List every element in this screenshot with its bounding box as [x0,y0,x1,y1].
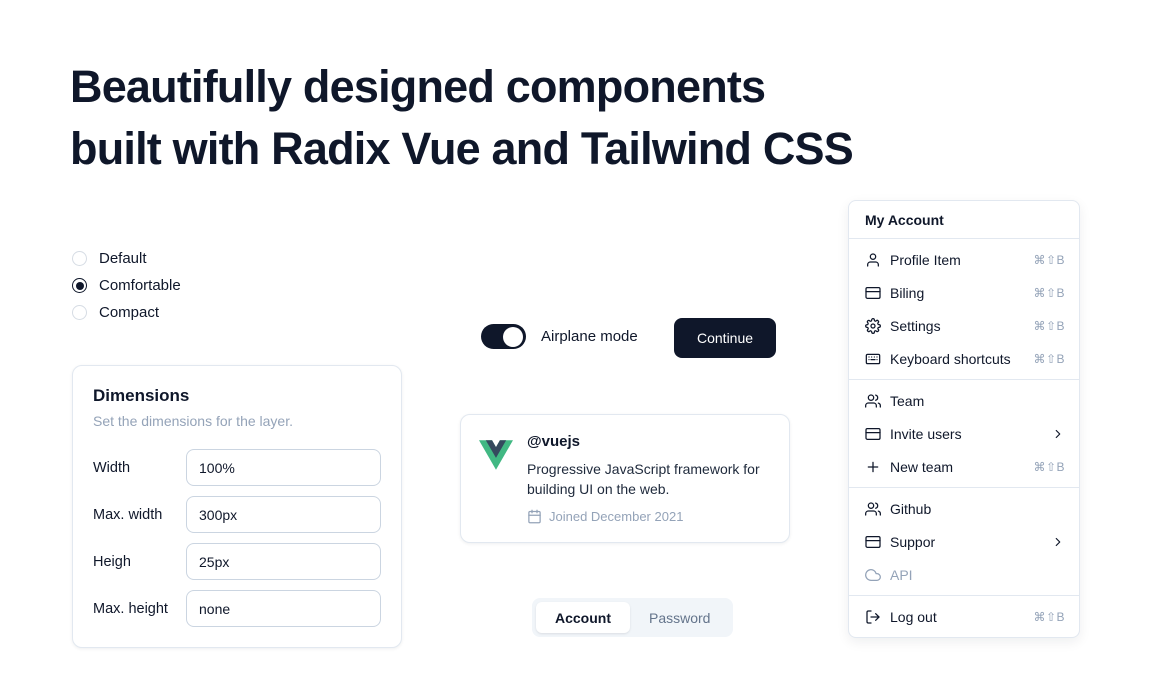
radio-circle-icon[interactable] [72,305,87,320]
dimensions-card: Dimensions Set the dimensions for the la… [72,365,402,648]
airplane-mode-toggle[interactable] [481,324,526,349]
menu-separator [849,487,1079,488]
radio-label: Default [99,250,147,267]
page-title: Beautifully designed components built wi… [70,56,854,179]
dimension-field-row: Heigh [93,543,381,580]
menu-item-support[interactable]: Suppor [849,525,1079,558]
width-label: Width [93,459,131,476]
vue-logo [479,440,513,524]
tab-password[interactable]: Password [630,602,729,633]
menu-item-label: Team [890,392,925,409]
menu-item-billing[interactable]: Biling ⌘⇧B [849,276,1079,309]
menu-item-profile[interactable]: Profile Item ⌘⇧B [849,243,1079,276]
cloud-icon [865,567,881,583]
profile-card-body: @vuejs Progressive JavaScript framework … [527,433,769,524]
menu-item-new-team[interactable]: New team ⌘⇧B [849,450,1079,483]
menu-item-label: Github [890,500,932,517]
plus-icon [865,459,881,475]
menu-item-logout[interactable]: Log out ⌘⇧B [849,600,1079,633]
calendar-icon [527,509,542,524]
dimension-field-row: Max. width [93,496,381,533]
menu-group-support: Github Suppor [849,488,1079,595]
keyboard-icon [865,351,881,367]
radio-option-comfortable[interactable]: Comfortable [72,277,181,294]
credit-card-icon [865,285,881,301]
menu-item-settings[interactable]: Settings ⌘⇧B [849,309,1079,342]
menu-item-label: Profile Item [890,251,961,268]
users-icon [865,393,881,409]
continue-button[interactable]: Continue [674,318,777,358]
radio-circle-icon[interactable] [72,251,87,266]
max-width-label: Max. width [93,506,163,523]
profile-handle: @vuejs [527,433,580,450]
radio-option-compact[interactable]: Compact [72,304,181,321]
menu-item-shortcut: ⌘⇧B [1033,285,1065,300]
dimensions-subtitle: Set the dimensions for the layer. [93,413,293,429]
tab-account[interactable]: Account [536,602,630,633]
menu-separator [849,379,1079,380]
density-radio-group: Default Comfortable Compact [72,250,181,321]
chevron-right-icon [1051,427,1065,441]
radio-label: Compact [99,304,160,321]
max-height-input[interactable] [186,590,381,627]
height-input[interactable] [186,543,381,580]
profile-card: @vuejs Progressive JavaScript framework … [460,414,790,543]
menu-item-team[interactable]: Team [849,384,1079,417]
toggle-knob [503,326,523,347]
menu-group-profile: Profile Item ⌘⇧B Biling ⌘⇧B [849,239,1079,379]
my-account-menu: My Account Profile Item ⌘⇧B Biling [848,200,1080,638]
menu-item-shortcut: ⌘⇧B [1033,252,1065,267]
radio-circle-icon[interactable] [72,278,87,293]
menu-group-team: Team Invite users [849,380,1079,487]
airplane-mode-row: Airplane mode [481,324,638,349]
menu-item-api: API [849,558,1079,591]
menu-item-label: New team [890,458,954,475]
menu-item-shortcut: ⌘⇧B [1033,318,1065,333]
menu-title: My Account [865,212,944,228]
gear-icon [865,317,881,334]
max-height-label: Max. height [93,600,168,617]
credit-card-icon [865,534,881,550]
profile-joined-row: Joined December 2021 [527,509,769,524]
radio-option-default[interactable]: Default [72,250,181,267]
page-title-line1: Beautifully designed components [70,61,766,112]
page-title-line2: built with Radix Vue and Tailwind CSS [70,122,854,174]
airplane-mode-label: Airplane mode [541,328,638,345]
menu-item-label: Suppor [890,533,936,550]
menu-item-shortcut: ⌘⇧B [1033,609,1065,624]
menu-item-shortcut: ⌘⇧B [1033,459,1065,474]
menu-separator [849,238,1079,239]
logout-icon [865,609,881,625]
menu-item-label: Biling [890,284,925,301]
width-input[interactable] [186,449,381,486]
menu-item-keyboard-shortcuts[interactable]: Keyboard shortcuts ⌘⇧B [849,342,1079,375]
credit-card-icon [865,426,881,442]
user-icon [865,252,881,268]
dimension-field-row: Width [93,449,381,486]
menu-item-label: API [890,566,913,583]
dimensions-title: Dimensions [93,386,190,405]
users-icon [865,501,881,517]
account-password-tabs: Account Password [532,598,734,637]
menu-item-shortcut: ⌘⇧B [1033,351,1065,366]
chevron-right-icon [1051,535,1065,549]
menu-item-label: Invite users [890,425,962,442]
menu-group-logout: Log out ⌘⇧B [849,596,1079,637]
menu-item-label: Keyboard shortcuts [890,350,1011,367]
profile-description: Progressive JavaScript framework for bui… [527,461,760,498]
height-label: Heigh [93,553,131,570]
menu-separator [849,595,1079,596]
menu-item-label: Settings [890,317,941,334]
dimension-field-row: Max. height [93,590,381,627]
menu-item-invite-users[interactable]: Invite users [849,417,1079,450]
menu-item-label: Log out [890,608,937,625]
max-width-input[interactable] [186,496,381,533]
profile-joined-text: Joined December 2021 [549,508,684,524]
menu-item-github[interactable]: Github [849,492,1079,525]
radio-label: Comfortable [99,277,181,294]
